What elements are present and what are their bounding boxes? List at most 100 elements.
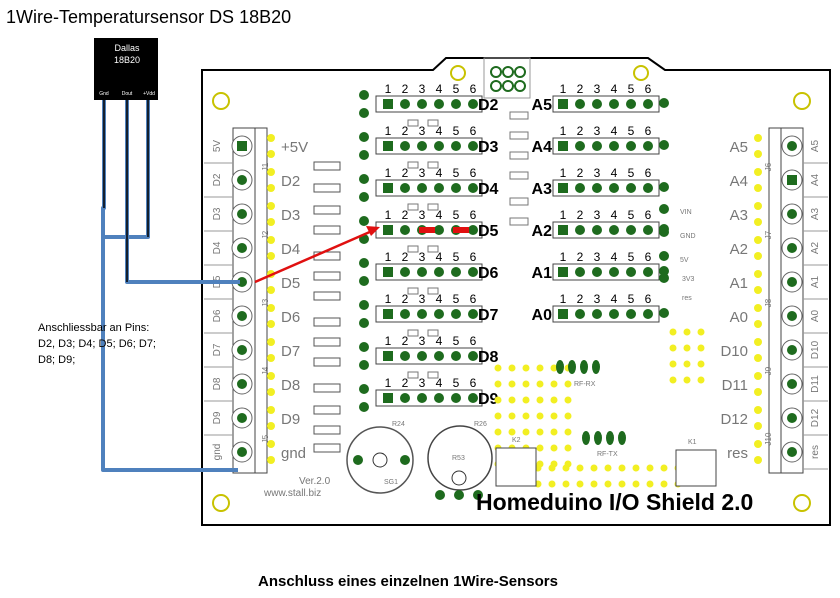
pin-number: 3: [594, 250, 601, 264]
pin-number: 4: [436, 292, 443, 306]
right-label: A1: [730, 275, 748, 292]
left-label: D9: [281, 411, 300, 428]
module-label-rf-tx: RF-TX: [597, 451, 618, 458]
left-connector-label: J1: [261, 162, 270, 171]
relay-k2: [495, 447, 537, 487]
pin-number: 1: [385, 124, 392, 138]
left-side-label: D2: [212, 173, 223, 186]
row-label-a5: A5: [532, 97, 553, 114]
module-label-r26: R26: [474, 421, 487, 428]
power-label: GND: [680, 233, 696, 240]
pin-number: 6: [470, 334, 477, 348]
pin-number: 5: [628, 208, 635, 222]
pin-number: 3: [594, 82, 601, 96]
row-label-a3: A3: [532, 181, 553, 198]
pin-number: 4: [436, 334, 443, 348]
pin-number: 5: [453, 292, 460, 306]
right-side-label: A5: [810, 139, 821, 152]
pin-number: 2: [577, 292, 584, 306]
pin-number: 1: [560, 292, 567, 306]
pin-number: 1: [560, 124, 567, 138]
left-side-label: D4: [212, 241, 223, 254]
pin-number: 2: [577, 208, 584, 222]
pin-number: 2: [402, 334, 409, 348]
row-label-d4: D4: [478, 181, 499, 198]
row-label-d6: D6: [478, 265, 499, 282]
note-line-1: Anschliessbar an Pins:: [38, 322, 149, 334]
pin-note: Anschliessbar an Pins: D2, D3; D4; D5; D…: [38, 322, 156, 366]
row-label-d2: D2: [478, 97, 499, 114]
right-label: D12: [720, 411, 748, 428]
pin-number: 6: [645, 166, 652, 180]
pin-number: 5: [453, 250, 460, 264]
sensor-brand: Dallas: [114, 43, 140, 53]
pin-number: 5: [628, 124, 635, 138]
left-side-label: D6: [212, 309, 223, 322]
left-side-label: D3: [212, 207, 223, 220]
pin-number: 6: [645, 82, 652, 96]
pin-number: 2: [402, 376, 409, 390]
pin-number: 1: [385, 82, 392, 96]
right-side-label: A3: [810, 207, 821, 220]
sensor-pin-gnd: Gnd: [99, 91, 109, 97]
pin-number: 6: [470, 292, 477, 306]
pin-number: 1: [560, 166, 567, 180]
pin-number: 6: [470, 250, 477, 264]
pin-number: 3: [594, 208, 601, 222]
pin-number: 4: [436, 166, 443, 180]
pin-number: 1: [385, 208, 392, 222]
module-label-k1: K1: [688, 439, 697, 446]
right-side-label: A4: [810, 173, 821, 186]
pin-number: 1: [560, 250, 567, 264]
row-label-a2: A2: [532, 223, 553, 240]
module-label-rf-rx: RF-RX: [574, 381, 596, 388]
right-connector-label: J10: [764, 432, 773, 445]
left-label: +5V: [281, 139, 308, 156]
module-labels: RF-RX RF-TX K2 K1 R53 R24 R26 SG1: [384, 381, 697, 486]
pin-number: 6: [470, 376, 477, 390]
pin-number: 4: [436, 250, 443, 264]
pin-number: 5: [628, 82, 635, 96]
row-label-d9: D9: [478, 391, 499, 408]
resistor-columns: [313, 111, 529, 453]
power-label: VIN: [680, 209, 692, 216]
right-side-label: A0: [810, 309, 821, 322]
board-website: www.stall.biz: [263, 488, 321, 499]
pin-number: 4: [611, 292, 618, 306]
pin-number: 1: [560, 82, 567, 96]
right-connector-label: J6: [764, 162, 773, 171]
left-label: D8: [281, 377, 300, 394]
pin-number: 5: [628, 166, 635, 180]
right-label: A2: [730, 241, 748, 258]
row-label-a1: A1: [532, 265, 553, 282]
pin-number: 2: [402, 82, 409, 96]
pin-number: 2: [402, 166, 409, 180]
right-side-label: A1: [810, 275, 821, 288]
left-side-label: D8: [212, 377, 223, 390]
right-label: res: [727, 445, 748, 462]
connection-arrow: [254, 226, 380, 284]
pin-number: 6: [470, 82, 477, 96]
right-side-label: D11: [810, 375, 821, 393]
sensor-wires: [101, 100, 240, 472]
right-side-label: D12: [810, 408, 821, 427]
right-label: A0: [730, 309, 748, 326]
power-label: 3V3: [682, 276, 695, 283]
pin-number: 2: [402, 208, 409, 222]
pin-number: 4: [611, 250, 618, 264]
pin-number: 4: [436, 208, 443, 222]
pin-number: 2: [402, 292, 409, 306]
pin-number: 2: [577, 124, 584, 138]
left-side-label: D7: [212, 343, 223, 356]
pin-number: 5: [453, 376, 460, 390]
pin-number: 5: [453, 166, 460, 180]
left-connector-label: J2: [261, 230, 270, 239]
pin-number: 6: [645, 124, 652, 138]
pin-number: 3: [419, 82, 426, 96]
right-side-label: A2: [810, 241, 821, 254]
left-connector-label: J3: [261, 298, 270, 307]
left-label: D4: [281, 241, 300, 258]
